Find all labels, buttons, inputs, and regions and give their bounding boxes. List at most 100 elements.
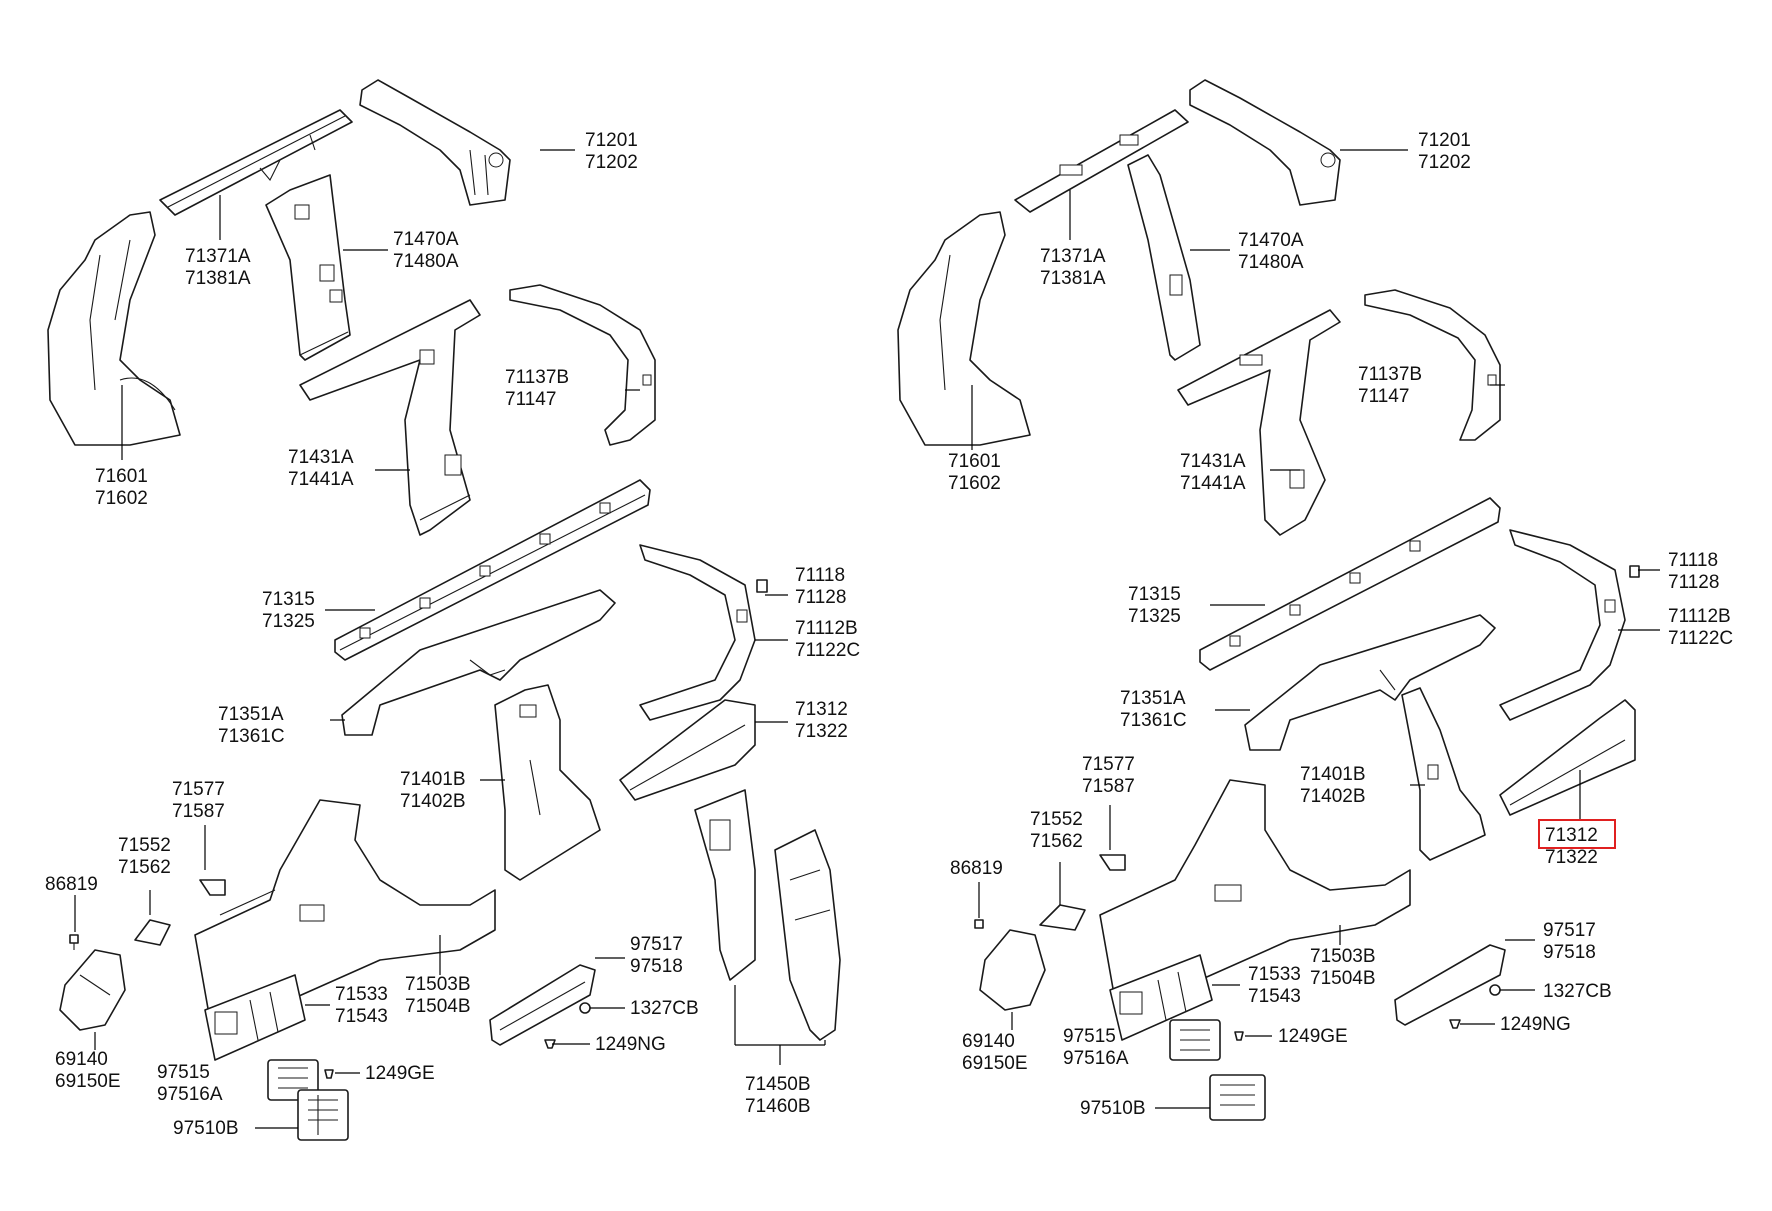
part-71137b [509, 284, 656, 446]
part-71601 [47, 211, 181, 446]
part-71552-r [1039, 904, 1086, 931]
part-97517 [489, 964, 596, 1046]
callout-1249ge: 1249GE [365, 1063, 435, 1084]
part-71312-left [619, 699, 756, 801]
part-71401b-r [1401, 687, 1486, 861]
part-71201 [359, 79, 511, 206]
callout-97510b: 97510B [173, 1118, 239, 1139]
part-71371a [159, 109, 353, 216]
part-71201-r [1189, 79, 1341, 206]
part-1249ge-left [324, 1069, 334, 1079]
part-71503b-r [1099, 779, 1411, 1001]
part-71533-r [1109, 954, 1213, 1041]
callout-86819: 86819 [45, 874, 98, 895]
part-71118-r [1629, 565, 1640, 578]
part-71577-r [1099, 854, 1126, 871]
part-97510b-r [1209, 1074, 1266, 1121]
part-1327cb-left [579, 1002, 591, 1014]
part-71112b [639, 544, 756, 721]
part-1327cb-r [1489, 984, 1501, 996]
part-71371a-r [1014, 109, 1189, 213]
part-71312-right [1499, 699, 1636, 816]
callout-1327cb: 1327CB [630, 998, 699, 1019]
part-69140 [59, 949, 126, 1031]
part-71533 [204, 974, 306, 1061]
part-71118 [756, 579, 768, 593]
part-1249ng-left [544, 1039, 556, 1049]
part-86819-r [974, 919, 984, 929]
part-71401b [494, 684, 601, 881]
callout-97510b-r: 97510B [1080, 1098, 1146, 1119]
part-71431a-r [1177, 309, 1341, 536]
part-71552 [134, 919, 171, 946]
part-71577 [199, 879, 226, 896]
part-1249ge-r [1234, 1031, 1244, 1041]
part-71351a [341, 589, 616, 736]
part-71431a [299, 299, 481, 536]
part-97517-r [1394, 944, 1506, 1026]
part-71470a-r [1127, 154, 1201, 361]
part-69140-r [979, 929, 1046, 1011]
part-71503b [194, 799, 496, 1021]
part-71470a [265, 174, 351, 361]
callout-1249ng: 1249NG [595, 1034, 666, 1055]
callout-1249ge-r: 1249GE [1278, 1026, 1348, 1047]
part-1249ng-r [1449, 1019, 1461, 1029]
part-71351a-r [1244, 614, 1496, 751]
callout-86819-r: 86819 [950, 858, 1003, 879]
part-97515-r [1169, 1019, 1221, 1061]
right-leaders [971, 149, 1660, 1109]
callout-1249ng-r: 1249NG [1500, 1014, 1571, 1035]
part-71315-r [1199, 497, 1501, 671]
part-71315 [334, 479, 651, 661]
part-71460b [774, 829, 841, 1041]
part-71112b-r [1499, 529, 1626, 721]
callout-1327cb-r: 1327CB [1543, 981, 1612, 1002]
part-71601-r [897, 211, 1031, 446]
highlight-box-71312 [1538, 819, 1616, 849]
part-97510b [297, 1089, 349, 1141]
left-leaders [74, 149, 826, 1129]
part-71450b [694, 789, 756, 981]
